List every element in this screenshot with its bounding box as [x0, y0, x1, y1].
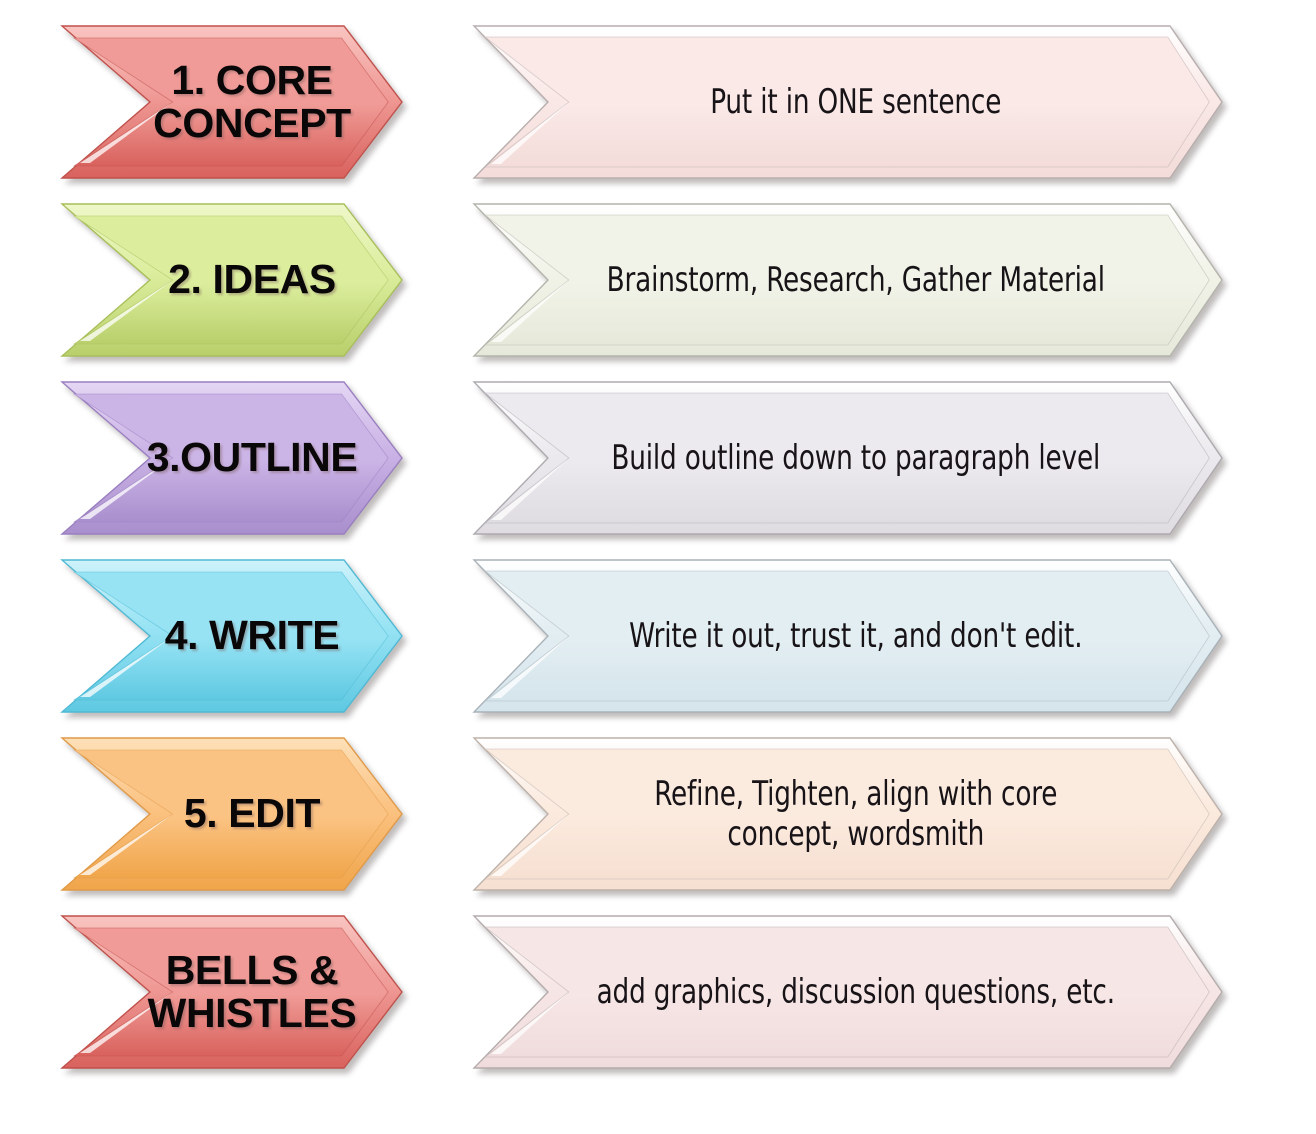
chevron-inner-face [483, 214, 1210, 346]
chevron-gloss-highlight [80, 280, 173, 341]
detail-chevron-3: Build outline down to paragraph level [472, 381, 1223, 535]
chevron-inner-face [72, 571, 389, 701]
detail-chevron-2: Brainstorm, Research, Gather Material [472, 203, 1223, 357]
chevron-gloss-highlight [491, 992, 569, 1054]
detail-chevron-5: Refine, Tighten, align with core concept… [472, 737, 1223, 891]
chevron-inner-face [72, 749, 389, 879]
chevron-inner-face [72, 215, 389, 345]
detail-chevron-1: Put it in ONE sentence [472, 25, 1223, 179]
chevron-inner-face [483, 926, 1210, 1058]
chevron-gloss-highlight [491, 102, 569, 164]
detail-chevron-6: add graphics, discussion questions, etc. [472, 915, 1223, 1069]
chevron-inner-face [483, 748, 1210, 880]
stage-chevron-6: BELLS & WHISTLES [60, 915, 403, 1069]
chevron-gloss-highlight [80, 636, 173, 697]
diagram-row-5: 5. EDIT Refine, Tighten, align with core … [0, 737, 1316, 891]
stage-chevron-3: 3.OUTLINE [60, 381, 403, 535]
chevron-gloss-highlight [491, 458, 569, 520]
chevron-gloss-highlight [80, 458, 173, 519]
chevron-inner-face [72, 37, 389, 167]
diagram-row-1: 1. CORE CONCEPT Put it in ONE sentence [0, 25, 1316, 179]
chevron-inner-face [483, 36, 1210, 168]
diagram-row-2: 2. IDEAS Brainstorm, Research, Gather Mat… [0, 203, 1316, 357]
chevron-gloss-highlight [491, 814, 569, 876]
chevron-gloss-highlight [80, 102, 173, 163]
diagram-row-3: 3.OUTLINE Build outline down to paragraph… [0, 381, 1316, 535]
detail-chevron-4: Write it out, trust it, and don't edit. [472, 559, 1223, 713]
stage-chevron-2: 2. IDEAS [60, 203, 403, 357]
chevron-inner-face [483, 392, 1210, 524]
stage-chevron-4: 4. WRITE [60, 559, 403, 713]
chevron-inner-face [72, 393, 389, 523]
chevron-inner-face [72, 927, 389, 1057]
chevron-gloss-highlight [80, 814, 173, 875]
chevron-gloss-highlight [491, 636, 569, 698]
diagram-row-6: BELLS & WHISTLES add graphics, discussion… [0, 915, 1316, 1069]
chevron-inner-face [483, 570, 1210, 702]
diagram-row-4: 4. WRITE Write it out, trust it, and don'… [0, 559, 1316, 713]
stage-chevron-5: 5. EDIT [60, 737, 403, 891]
stage-chevron-1: 1. CORE CONCEPT [60, 25, 403, 179]
chevron-gloss-highlight [80, 992, 173, 1053]
chevron-gloss-highlight [491, 280, 569, 342]
